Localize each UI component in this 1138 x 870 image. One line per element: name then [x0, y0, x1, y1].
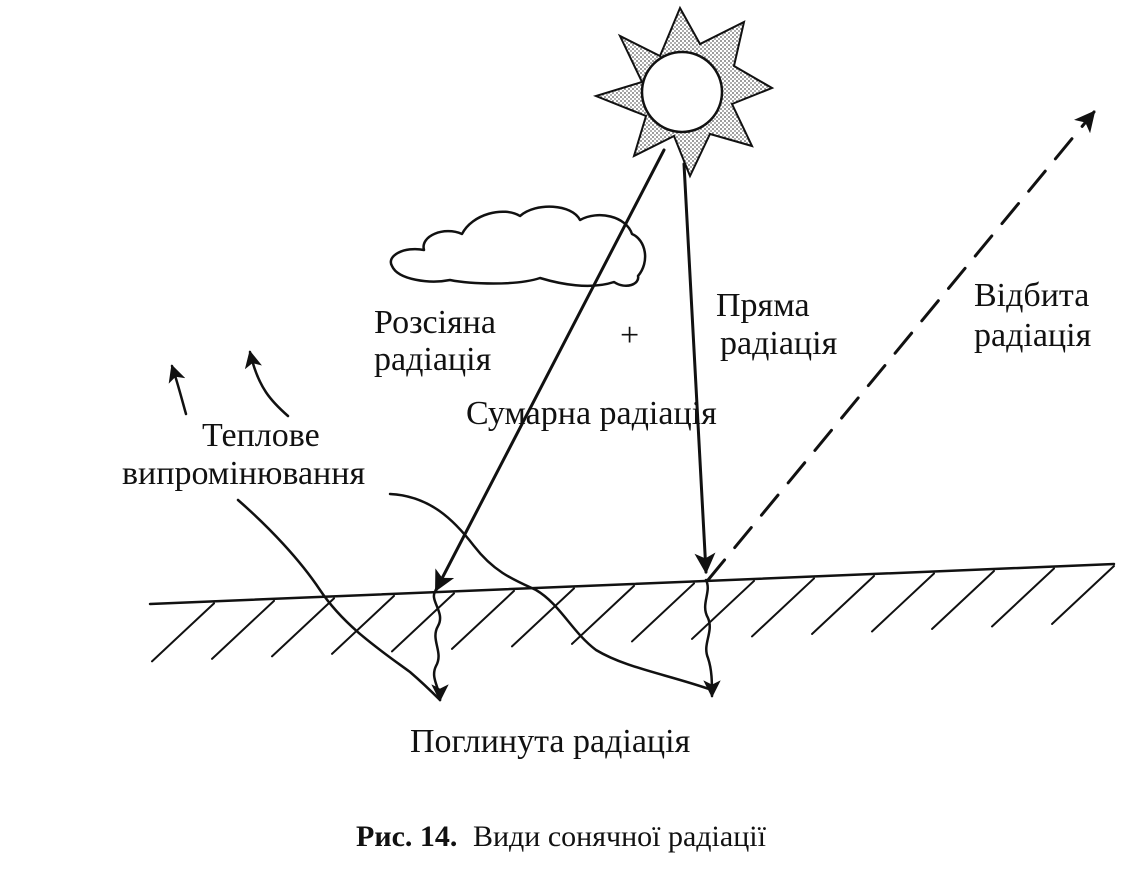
hatch-stroke: [451, 589, 515, 650]
hatch-stroke: [571, 584, 635, 645]
scattered-label-line2: радіація: [374, 341, 492, 378]
hatch-stroke: [1051, 565, 1115, 625]
hatch-stroke: [751, 577, 815, 638]
direct-label-line1: Пряма: [716, 287, 810, 324]
hatch-stroke: [691, 579, 755, 640]
hatch-stroke: [931, 569, 995, 630]
caption-prefix: Рис. 14.: [356, 820, 457, 853]
thermal-arrow-left: [168, 364, 188, 416]
total-label: Сумарна радіація: [466, 395, 717, 432]
hatch-stroke: [331, 594, 395, 655]
scattered-label-line1: Розсіяна: [374, 304, 496, 341]
hatch-stroke: [991, 567, 1055, 628]
hatch-stroke: [871, 572, 935, 633]
hatch-stroke: [631, 582, 695, 643]
hatch-stroke: [391, 592, 455, 653]
hatch-stroke: [811, 574, 875, 635]
plus-sign: +: [620, 317, 639, 354]
hatch-stroke: [151, 602, 215, 663]
direct-label-line2: радіація: [720, 325, 838, 362]
cloud: [389, 205, 647, 288]
direct-radiation-arrow: [682, 162, 716, 575]
reflected-label-line2: радіація: [974, 317, 1092, 354]
figure-caption: Рис. 14. Види сонячної радіації: [356, 820, 767, 853]
absorbed-label: Поглинута радіація: [410, 723, 691, 760]
thermal-curve-left: [236, 498, 442, 702]
scattered-radiation-arrow: [434, 148, 666, 592]
absorbed-path-left: [431, 588, 449, 702]
thermal-arrow-right: [244, 350, 290, 418]
thermal-label-line1: Теплове: [202, 417, 320, 454]
reflected-label-line1: Відбита: [974, 277, 1089, 314]
sun-disk: [640, 50, 724, 134]
reflected-radiation-arrow: [706, 110, 1096, 582]
ground-surface: [148, 562, 1116, 663]
hatch-stroke: [211, 599, 275, 660]
caption-text: Види сонячної радіації: [473, 820, 767, 853]
hatch-stroke: [511, 587, 575, 648]
absorbed-path-right: [703, 578, 721, 698]
thermal-label-line2: випромінювання: [122, 455, 365, 492]
thermal-curve-right: [388, 492, 714, 692]
hatch-stroke: [271, 597, 335, 658]
ground-hatching: [151, 565, 1115, 663]
surface-line: [148, 562, 1116, 606]
sun: [592, 5, 775, 179]
